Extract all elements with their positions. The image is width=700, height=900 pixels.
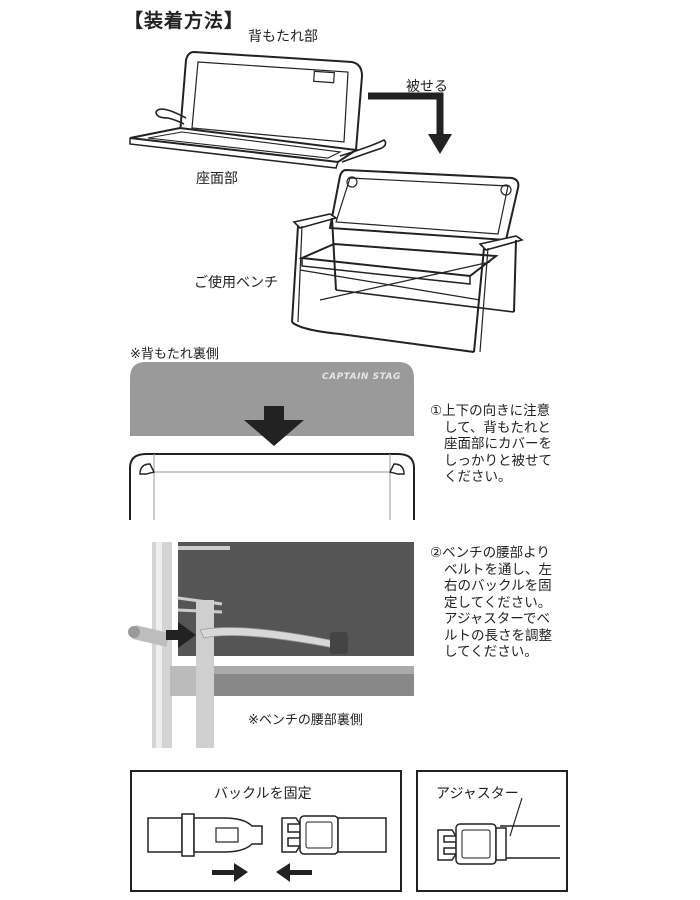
- step2-line: 定してください。: [444, 594, 552, 611]
- buckle-box-title: バックルを固定: [214, 786, 312, 802]
- waist-note: ※ベンチの腰部裏側: [248, 713, 363, 728]
- back-note: ※背もたれ裏側: [130, 347, 219, 362]
- backrest-rear-illustration: [129, 362, 415, 520]
- step2-line: 右のバックルを固: [444, 578, 552, 594]
- step2-line: ②ベンチの腰部より: [430, 545, 550, 561]
- bench-label: ご使用ベンチ: [194, 275, 278, 291]
- waist-illustration: [128, 542, 414, 748]
- step1-text: ①上下の向きに注意 して、背もたれと 座面部にカバーを しっかりと被せて くださ…: [430, 403, 552, 486]
- step2-text: ②ベンチの腰部より ベルトを通し、左 右のバックルを固 定してください。 アジャ…: [430, 545, 552, 661]
- step2-line: アジャスターでベ: [444, 611, 550, 627]
- step2-line: ベルトを通し、左: [444, 561, 552, 578]
- step2-line: ルトの長さを調整: [444, 627, 552, 644]
- adjuster-box-title: アジャスター: [436, 786, 519, 802]
- step1-line: ください。: [444, 469, 512, 485]
- cover-label: 被せる: [406, 79, 448, 95]
- step1-line: 座面部にカバーを: [444, 436, 552, 452]
- brand-mark: CAPTAIN STAG: [322, 372, 401, 382]
- backrest-label: 背もたれ部: [248, 29, 318, 45]
- seat-label: 座面部: [196, 171, 238, 187]
- page-heading: 【装着方法】: [124, 10, 245, 32]
- step1-line: して、背もたれと: [444, 419, 551, 436]
- step2-line: してください。: [444, 644, 538, 660]
- cover-illustration: [129, 50, 524, 353]
- step1-line: ①上下の向きに注意: [430, 403, 551, 419]
- step1-line: しっかりと被せて: [444, 452, 552, 469]
